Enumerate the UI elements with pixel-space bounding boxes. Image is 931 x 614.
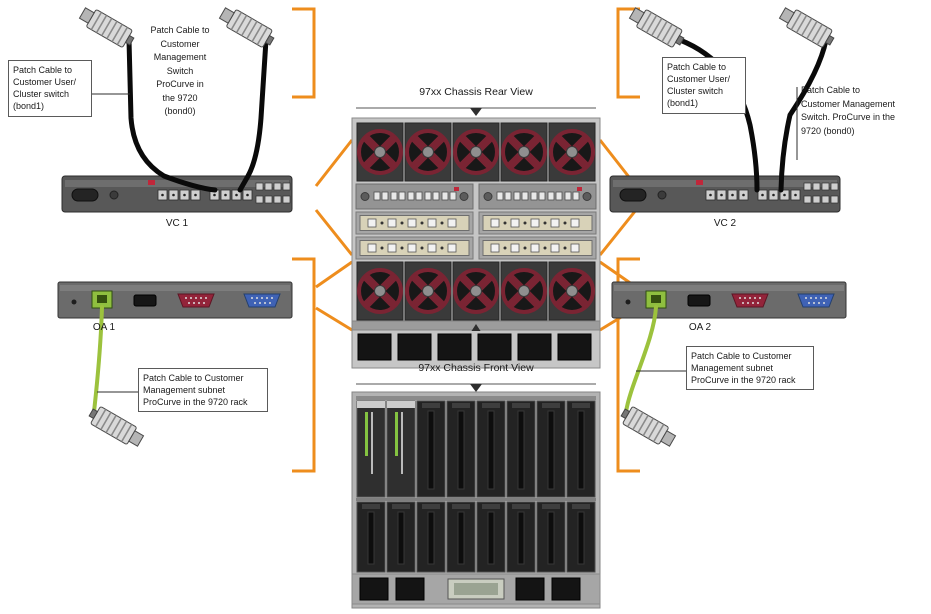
rj45-plug-icon [76, 3, 138, 51]
rj45-plug-icon [85, 403, 147, 451]
management-module [478, 183, 597, 210]
vc2-label: VC 2 [713, 218, 737, 229]
chassis-front-view [351, 383, 601, 609]
blade-slot [506, 400, 536, 498]
front-view-title: 97xx Chassis Front View [418, 362, 534, 374]
oa2-module [611, 281, 847, 319]
black-patch-cables [126, 37, 829, 193]
callout-bracket-mid-right [616, 257, 640, 473]
blade-slot [566, 501, 596, 573]
callout-lines-vc1 [314, 139, 354, 256]
patch-cable-bond0-right [778, 37, 829, 193]
fan-icon [549, 262, 595, 320]
interconnect-module [478, 236, 597, 260]
fan-icon [501, 123, 547, 181]
power-supplies [357, 333, 592, 361]
oa2-label: OA 2 [688, 322, 712, 333]
fan-icon [357, 123, 403, 181]
fan-icon [357, 262, 403, 320]
callout-right-user-cluster: Patch Cable to Customer User/ Cluster sw… [662, 57, 746, 114]
installed-blade [386, 400, 416, 498]
callout-brackets [292, 7, 640, 473]
callout-bracket-mid-left [292, 257, 316, 473]
blade-slot [536, 400, 566, 498]
fan-icon [453, 262, 499, 320]
blade-slot [446, 400, 476, 498]
blade-slot [356, 501, 386, 573]
fan-icon [453, 123, 499, 181]
vc1-label: VC 1 [165, 218, 189, 229]
management-module [355, 183, 474, 210]
blade-slot [476, 501, 506, 573]
callout-bracket-top-right [616, 7, 640, 99]
green-patch-cables [92, 305, 658, 414]
patch-cable-bond1-left [126, 37, 218, 193]
fan-icon [501, 262, 547, 320]
callout-right-mgmt-switch: Patch Cable to Customer Management Switc… [801, 85, 896, 136]
patch-cable-bond0-left [237, 37, 269, 193]
blade-slot [446, 501, 476, 573]
rear-view-title: 97xx Chassis Rear View [419, 86, 533, 98]
patch-cable-bond1-right [677, 37, 760, 193]
blade-slot [566, 400, 596, 498]
oa1-module [57, 281, 293, 319]
blade-slot [416, 400, 446, 498]
callout-right-mgmt-subnet: Patch Cable to Customer Management subne… [686, 346, 814, 391]
callout-left-mgmt-subnet: Patch Cable to Customer Management subne… [138, 368, 268, 413]
interconnect-module [355, 211, 474, 235]
rj45-plug-icon [617, 403, 679, 451]
mgmt-subnet-cable-left [92, 305, 104, 414]
callout-lines-oa1 [315, 260, 353, 332]
callout-left-mgmt-switch: Patch Cable to Customer Management Switc… [150, 25, 210, 116]
fan-icon [405, 123, 451, 181]
interconnect-module [478, 211, 597, 235]
chassis-rear-view [351, 107, 601, 369]
installed-blade [356, 400, 386, 498]
rj45-plug-icon [626, 3, 688, 51]
callout-bracket-top-left [292, 7, 316, 99]
vc2-module [609, 175, 841, 213]
fan-icon [549, 123, 595, 181]
interconnect-module [355, 236, 474, 260]
rj45-plug-icon [216, 3, 278, 51]
rear-bottom-marker-icon [471, 324, 481, 331]
blade-slot [416, 501, 446, 573]
rj45-plug-icon [776, 3, 838, 51]
front-bottom-modules [359, 577, 581, 601]
blade-slot [536, 501, 566, 573]
blade-slot [506, 501, 536, 573]
rear-pointer-icon [470, 108, 482, 116]
mgmt-subnet-cable-right [624, 305, 658, 414]
lcd-screen [454, 583, 498, 595]
fan-icon [405, 262, 451, 320]
blade-slot [476, 400, 506, 498]
blade-slot [386, 501, 416, 573]
oa1-label: OA 1 [92, 322, 116, 333]
callout-left-user-cluster: Patch Cable to Customer User/ Cluster sw… [8, 60, 92, 117]
front-pointer-icon [470, 384, 482, 392]
